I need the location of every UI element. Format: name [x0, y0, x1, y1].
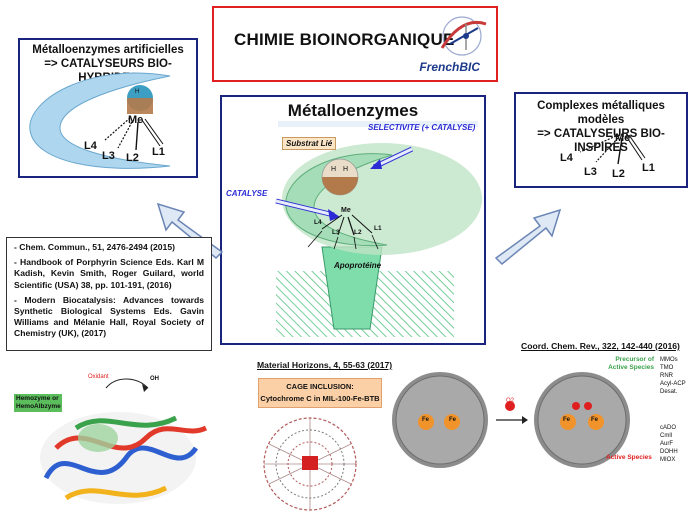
o2-label: O2 — [506, 398, 515, 404]
precursor-item: RNR — [660, 373, 673, 379]
reference-1: - Chem. Commun., 51, 2476-2494 (2015) — [14, 242, 175, 252]
bound-substrate-label: Substrat Lié — [282, 137, 337, 150]
center-ligand-l4: L4 — [314, 219, 322, 226]
catalysis-label: CATALYSE — [226, 189, 268, 198]
active-item: Cmll — [660, 433, 672, 439]
left-panel-title-1: Métalloenzymes artificielles — [32, 44, 184, 56]
center-panel-title: Métalloenzymes — [287, 101, 419, 120]
center-ligand-l2: L2 — [354, 229, 362, 236]
metalloenzyme-diagram: H H — [275, 121, 482, 337]
oh-label: OH — [150, 376, 159, 382]
left-ligand-l1: L1 — [152, 146, 165, 158]
reference-3: - Modern Biocatalysis: Advances towards … — [14, 294, 204, 339]
precursor-list: MMOs TMO RNR Acyl-ACP Desat. — [660, 356, 700, 396]
right-ligand-l4: L4 — [560, 152, 573, 164]
logo-text: FrenchBIC — [419, 60, 480, 74]
active-list: cADO Cmll AurF DOHH MIOX — [660, 424, 678, 464]
artificial-enzyme-diagram: H — [29, 72, 171, 169]
fe-label-2: Fe — [449, 417, 457, 423]
page-title: CHIMIE BIOINORGANIQUE — [234, 30, 455, 49]
apoprotein-label: Apoprotéine — [334, 261, 382, 270]
model-complexes-panel: Complexes métalliques modèles => CATALYS… — [514, 92, 688, 188]
right-ligand-l3: L3 — [584, 166, 597, 178]
fe-label-4: Fe — [591, 417, 599, 423]
mof-cage-image — [263, 417, 357, 511]
references-box: - Chem. Commun., 51, 2476-2494 (2015) - … — [6, 237, 212, 351]
fe-label-1: Fe — [422, 417, 430, 423]
frenchbic-logo — [440, 16, 487, 56]
precursor-item: TMO — [660, 365, 674, 371]
coord-chem-rev-reference: Coord. Chem. Rev., 322, 142-440 (2016) — [521, 341, 680, 351]
right-ligand-l1: L1 — [642, 162, 655, 174]
center-metal: Me — [341, 207, 351, 214]
fe-label-3: Fe — [563, 417, 571, 423]
active-item: cADO — [660, 425, 677, 431]
left-ligand-l2: L2 — [126, 152, 139, 164]
cage-inclusion-box: CAGE INCLUSION: Cytochrome C in MIL-100-… — [258, 378, 382, 408]
right-metal: Me — [615, 132, 631, 144]
diiron-mechanism-image — [392, 372, 630, 468]
active-item: MIOX — [660, 457, 676, 463]
svg-text:H: H — [343, 166, 348, 173]
left-metal: Me — [128, 114, 144, 126]
left-ligand-l4: L4 — [84, 140, 97, 152]
right-panel-title-2: => CATALYSEURS BIO-INSPIRES — [537, 128, 665, 154]
hemozyme-protein-image — [40, 378, 208, 504]
left-ligand-l3: L3 — [102, 150, 115, 162]
center-ligand-l3: L3 — [332, 229, 340, 236]
model-complex-diagram — [579, 134, 646, 165]
cage-line-1: CAGE INCLUSION: — [286, 382, 354, 391]
active-item: DOHH — [660, 449, 678, 455]
reference-2: - Handbook of Porphyrin Science Eds. Kar… — [14, 257, 204, 290]
material-horizons-reference: Material Horizons, 4, 55-63 (2017) — [257, 360, 393, 370]
oxidant-label: Oxidant — [88, 374, 109, 380]
svg-text:H: H — [135, 89, 139, 95]
precursor-item: MMOs — [660, 357, 678, 363]
artificial-metalloenzymes-panel: Métalloenzymes artificielles => CATALYSE… — [18, 38, 198, 178]
precursor-item: Acyl-ACP Desat. — [660, 381, 686, 395]
selectivity-label: SELECTIVITE (+ CATALYSE) — [368, 123, 476, 132]
precursor-label: Precursor of Active Species — [608, 356, 654, 371]
center-ligand-l1: L1 — [374, 225, 382, 232]
active-item: AurF — [660, 441, 674, 447]
title-box: CHIMIE BIOINORGANIQUE FrenchBIC — [212, 6, 498, 82]
right-panel-title-1: Complexes métalliques modèles — [537, 100, 665, 126]
metalloenzymes-panel: Métalloenzymes H H Substrat Lié SELECTIV… — [220, 95, 486, 345]
active-species-label: Active Species — [606, 454, 652, 461]
hemozyme-tag: Hemozyme or HemoAlbzyme — [14, 394, 62, 412]
svg-text:H: H — [331, 166, 336, 173]
cage-line-2: Cytochrome C in MIL-100-Fe-BTB — [260, 394, 380, 403]
arrow-to-model — [494, 208, 562, 266]
right-ligand-l2: L2 — [612, 168, 625, 180]
